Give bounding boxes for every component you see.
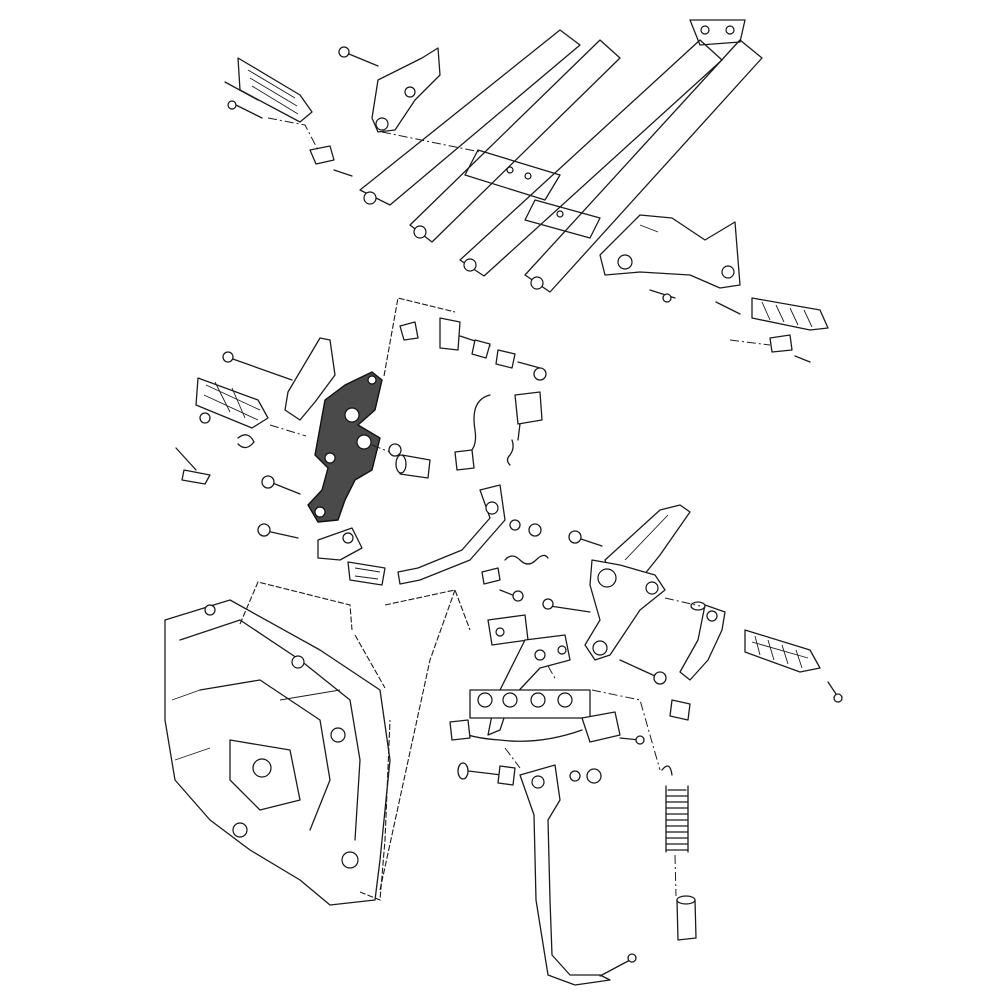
passenger-footpeg	[751, 297, 829, 331]
main-frame	[164, 599, 391, 906]
side-stand	[519, 764, 637, 986]
footrest-bolt	[222, 351, 293, 381]
rider-footpeg	[195, 377, 269, 429]
sidestand-switch-plate	[469, 689, 591, 719]
bracket-bolt	[338, 46, 379, 67]
spring-cover	[676, 895, 697, 941]
rear-brake-switch-assembly	[399, 317, 547, 471]
rear-left-footrest-assembly	[224, 46, 481, 177]
side-stand-assembly	[449, 598, 697, 986]
rider-footrest-bracket	[584, 559, 666, 661]
rear-subframe	[359, 19, 763, 293]
rider-footpeg	[744, 629, 821, 673]
brake-rod-bolts	[257, 475, 363, 561]
heel-guard	[284, 337, 336, 421]
right-rider-footrest-assembly	[568, 504, 843, 721]
passenger-footpeg	[237, 57, 313, 123]
rear-brake-pedal	[347, 484, 549, 602]
brake-light-switch	[506, 391, 543, 466]
pivot-spacer	[388, 443, 431, 479]
passenger-footrest-bracket	[371, 47, 441, 133]
passenger-footrest-bracket	[599, 214, 741, 289]
shift-lever	[679, 604, 726, 681]
rear-right-footrest-assembly	[599, 214, 829, 363]
sidestand-spring	[661, 765, 689, 853]
left-rider-footrest-assembly	[175, 297, 456, 523]
rider-footrest-bracket-highlighted	[307, 371, 383, 523]
sidestand-switch	[449, 711, 621, 743]
pivot-bolt	[457, 762, 516, 786]
